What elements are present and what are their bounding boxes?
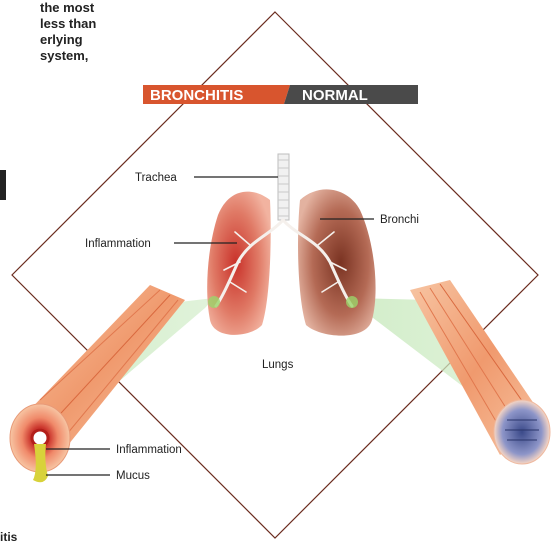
tab-normal: NORMAL [284,85,418,104]
label-inflammation-lung: Inflammation [85,238,151,250]
label-lungs: Lungs [262,359,294,371]
trachea [278,154,289,220]
lung-right-normal [298,189,376,335]
airway-normal [410,280,550,464]
bronchiole-highlight-right [346,296,358,308]
label-inflammation-airway: Inflammation [116,444,182,456]
bronchiole-highlight-left [208,296,220,308]
tab-normal-label: NORMAL [302,87,368,104]
label-trachea: Trachea [135,172,177,184]
label-bronchi: Bronchi [380,214,419,226]
tab-bronchitis-label: BRONCHITIS [150,87,243,104]
label-mucus: Mucus [116,470,150,482]
tab-bronchitis: BRONCHITIS [143,85,290,104]
